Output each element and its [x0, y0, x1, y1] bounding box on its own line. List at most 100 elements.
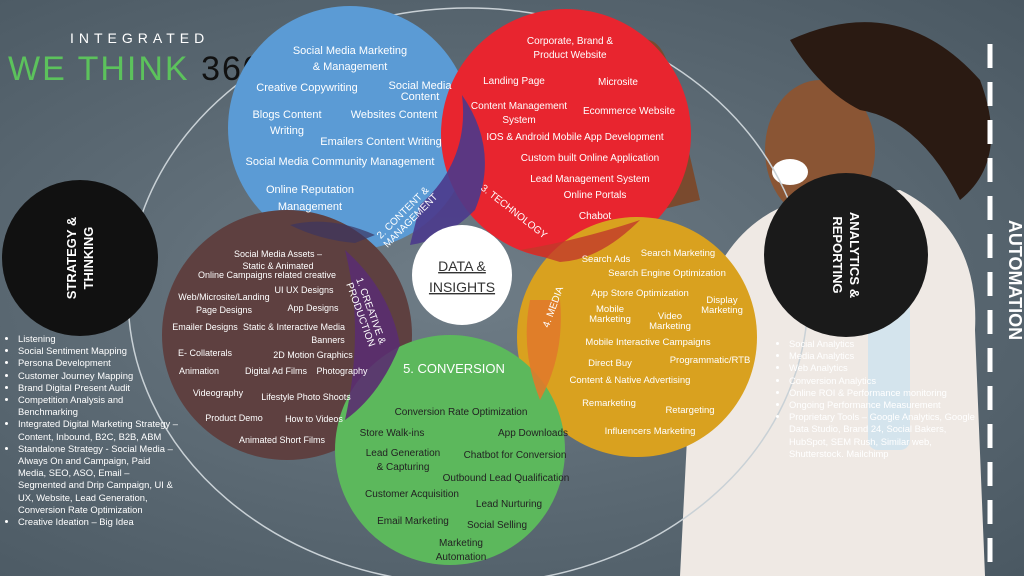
circle-content: [228, 6, 472, 250]
overlap-content-technology: [410, 95, 485, 245]
person-hair: [790, 22, 992, 201]
conversion-item: Email Marketing: [377, 516, 449, 527]
content-item: Blogs Content: [252, 109, 321, 121]
strategy-bullet: Listening: [18, 333, 178, 345]
conversion-items: Conversion Rate Optimization Store Walk-…: [360, 407, 570, 563]
data-insights-line2: INSIGHTS: [429, 279, 495, 295]
content-item: Creative Copywriting: [256, 82, 357, 94]
svg-text:REPORTING: REPORTING: [830, 216, 845, 293]
technology-item: Product Website: [533, 50, 607, 61]
creative-item: Digital Ad Films: [245, 366, 308, 376]
conversion-item: Outbound Lead Qualification: [443, 473, 570, 484]
strategy-circle: [2, 180, 158, 336]
strategy-bullet: Customer Journey Mapping: [18, 370, 178, 382]
strategy-bullet: Persona Development: [18, 357, 178, 369]
technology-item: Online Portals: [564, 190, 627, 201]
media-item: Remarketing: [582, 398, 636, 409]
conversion-item: Social Selling: [467, 520, 527, 531]
media-item: Marketing: [589, 314, 631, 325]
strategy-bullet: Social Sentiment Mapping: [18, 345, 178, 357]
media-item: Programmatic/RTB: [670, 355, 751, 366]
overlap-creative-content: [290, 221, 375, 243]
svg-text:ANALYTICS &: ANALYTICS &: [847, 212, 862, 298]
creative-item: Page Designs: [196, 305, 253, 315]
analytics-bullet: Proprietary Tools – Google Analytics, Go…: [789, 411, 979, 460]
svg-text:STRATEGY &: STRATEGY &: [64, 217, 79, 300]
media-item: Mobile Interactive Campaigns: [585, 337, 710, 348]
content-item: Social Media Marketing: [293, 45, 407, 57]
creative-item: 2D Motion Graphics: [273, 350, 353, 360]
conversion-item: Store Walk-ins: [360, 428, 425, 439]
media-item: Display: [706, 295, 737, 306]
media-item: Content & Native Advertising: [570, 375, 691, 386]
analytics-bullet: Social Analytics: [789, 338, 979, 350]
conversion-item: Automation: [436, 552, 487, 563]
content-item: Social Media: [389, 80, 453, 92]
logo-we-text: WE THINK: [8, 50, 190, 88]
conversion-item: Conversion Rate Optimization: [395, 407, 528, 418]
analytics-bullet: Media Analytics: [789, 350, 979, 362]
strategy-bullet-list: Listening Social Sentiment Mapping Perso…: [4, 333, 178, 528]
creative-item: Static & Animated: [242, 261, 313, 271]
creative-item: Static & Interactive Media: [243, 322, 345, 332]
creative-item: Banners: [311, 335, 345, 345]
overlap-creative-conversion: [345, 250, 400, 420]
creative-item: E- Collaterals: [178, 348, 233, 358]
creative-item: Product Demo: [205, 413, 263, 423]
analytics-bullet: Online ROI & Performance monitoring: [789, 387, 979, 399]
conversion-item: Lead Generation: [366, 448, 441, 459]
technology-item: Content Management: [471, 101, 567, 112]
media-item: Mobile: [596, 304, 624, 315]
technology-items: Corporate, Brand & Product Website Landi…: [471, 36, 676, 222]
overlap-media-conversion: [526, 300, 561, 400]
media-item: Search Engine Optimization: [608, 268, 726, 279]
content-item: Online Reputation: [266, 184, 354, 196]
creative-item: Animation: [179, 366, 219, 376]
technology-item: IOS & Android Mobile App Development: [486, 132, 664, 143]
content-item: Social Media Community Management: [246, 156, 435, 168]
media-item: Search Ads: [582, 254, 631, 265]
water-bottle: [868, 300, 910, 450]
conversion-item: Chatbot for Conversion: [464, 450, 567, 461]
analytics-bullet: Web Analytics: [789, 362, 979, 374]
circle-media: [517, 217, 757, 457]
data-insights-line1: DATA &: [438, 258, 486, 274]
technology-item: Ecommerce Website: [583, 106, 676, 117]
creative-item: How to Videos: [285, 414, 343, 424]
media-item: Retargeting: [665, 405, 714, 416]
technology-item: System: [502, 115, 535, 126]
technology-item: Corporate, Brand &: [527, 36, 613, 47]
creative-item: UI UX Designs: [274, 285, 334, 295]
creative-item: Animated Short Films: [239, 435, 326, 445]
conversion-item: Customer Acquisition: [365, 489, 459, 500]
automation-label: AUTOMATION: [1005, 220, 1024, 340]
content-item: Content: [401, 91, 440, 103]
content-item: & Management: [313, 61, 388, 73]
analytics-bullet: Ongoing Performance Measurement: [789, 399, 979, 411]
media-item: Search Marketing: [641, 248, 715, 259]
media-item: App Store Optimization: [591, 288, 689, 299]
label-conversion: 5. CONVERSION: [403, 361, 505, 376]
creative-item: Photography: [316, 366, 368, 376]
creative-item: Social Media Assets –: [234, 249, 322, 259]
strategy-bullet: Integrated Digital Marketing Strategy – …: [18, 418, 178, 442]
content-item: Writing: [270, 125, 304, 137]
conversion-item: App Downloads: [498, 428, 568, 439]
creative-item: App Designs: [287, 303, 339, 313]
circle-technology: [441, 9, 691, 259]
creative-item: Lifestyle Photo Shoots: [261, 392, 351, 402]
technology-item: Lead Management System: [530, 174, 650, 185]
analytics-bullet: Conversion Analytics: [789, 375, 979, 387]
creative-item: Videography: [193, 388, 244, 398]
technology-item: Chabot: [579, 211, 611, 222]
technology-item: Landing Page: [483, 76, 545, 87]
content-item: Management: [278, 201, 342, 213]
technology-item: Custom built Online Application: [521, 153, 659, 164]
media-item: Direct Buy: [588, 358, 632, 369]
svg-text:AUTOMATION: AUTOMATION: [1005, 220, 1024, 340]
strategy-title: STRATEGY & THINKING: [64, 217, 96, 300]
data-insights-circle: [412, 225, 512, 325]
content-items: Social Media Marketing & Management Crea…: [246, 45, 453, 213]
strategy-bullet: Standalone Strategy - Social Media – Alw…: [18, 443, 178, 516]
